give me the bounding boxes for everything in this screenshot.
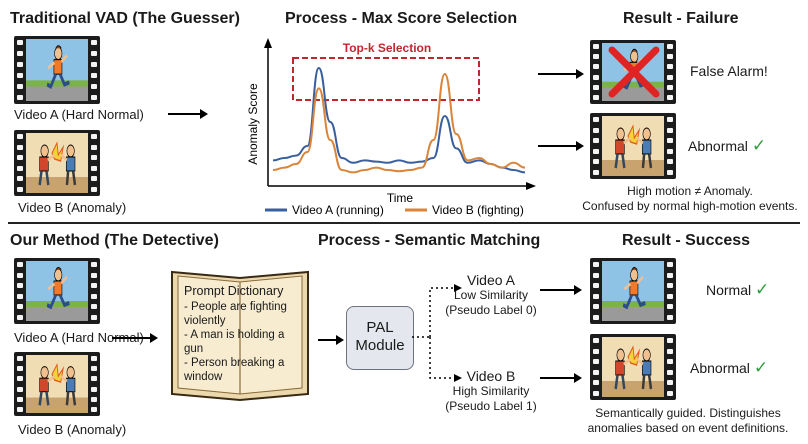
dotted-branch-connector [412,284,462,382]
normal-thumbnail [590,258,676,324]
process-title: Process - Semantic Matching [318,232,541,249]
arrow-right-icon [540,285,582,295]
topk-selection-label: Top-k Selection [343,41,431,55]
output-video-b-title: Video B [466,368,516,384]
video-b-thumbnail [14,352,100,416]
success-caption: Semantically guided. Distinguishes anoma… [572,406,804,436]
video-b-label: Video B (Anomaly) [18,422,127,437]
output-video-a-label: (Pseudo Label 0) [445,303,537,317]
arrow-right-icon [540,373,582,383]
prompt-dictionary-book: Prompt Dictionary - People are fighting … [166,264,314,404]
x-axis-arrow-icon [526,182,536,190]
arrow-right-icon [538,69,584,79]
process-title: Process - Max Score Selection [285,10,518,27]
dictionary-item: - Person breaking a window [184,357,285,383]
topk-selection-box [292,57,480,101]
check-icon: ✓ [755,280,770,299]
result-title: Result - Success [622,232,751,249]
check-icon: ✓ [753,358,769,377]
output-video-b-label: (Pseudo Label 1) [445,399,537,413]
false-alarm-label: False Alarm! [690,63,768,79]
video-a-label: Video A (Hard Normal) [14,330,144,345]
abnormal-text: Abnormal [688,138,748,154]
bottom-section-title: Our Method (The Detective) [10,232,219,249]
failure-caption-line-2: Confused by normal high-motion events. [582,199,798,213]
x-axis-label: Time [387,191,414,205]
output-video-b-similarity: High Similarity [452,384,530,398]
dictionary-title: Prompt Dictionary [184,284,284,298]
module-line-1: PAL [366,319,394,336]
red-x-icon [608,46,660,98]
video-a-thumbnail [14,258,100,324]
top-section-title: Traditional VAD (The Guesser) [10,10,240,27]
dictionary-item: - People are fighting violently [184,301,287,327]
legend-label: Video A (running) [292,203,384,217]
y-axis-arrow-icon [264,38,272,48]
video-a-thumbnail [14,36,100,104]
video-a-label: Video A (Hard Normal) [14,107,144,122]
abnormal-thumbnail [590,113,676,179]
legend-label: Video B (fighting) [432,203,524,217]
arrow-right-icon [112,333,158,343]
series-line [272,72,526,174]
arrow-right-icon [168,109,208,119]
abnormal-label: Abnormal ✓ [690,358,768,378]
abnormal-text: Abnormal [690,360,750,376]
video-b-thumbnail [14,130,100,196]
module-line-2: Module [355,337,405,354]
arrow-right-icon [318,335,344,345]
video-b-label: Video B (Anomaly) [18,200,127,215]
dictionary-text: Prompt Dictionary - People are fighting … [184,284,296,384]
failure-caption-line-1: High motion ≠ Anomaly. [627,184,753,198]
normal-label: Normal ✓ [706,280,769,300]
dictionary-item: - A man is holding a gun [184,329,285,355]
output-video-a-similarity: Low Similarity [453,288,528,302]
false-alarm-thumbnail [590,40,676,104]
anomaly-score-chart: Anomaly Score Time Top-k Selection Video… [246,38,536,217]
success-caption-line-2: anomalies based on event definitions. [587,421,789,435]
open-book-icon [171,270,309,402]
success-caption-line-1: Semantically guided. Distinguishes [595,406,781,420]
abnormal-label: Abnormal ✓ [688,136,766,156]
pal-module-box: PAL Module [346,306,414,370]
result-title: Result - Failure [623,10,739,27]
arrow-right-icon [538,141,584,151]
y-axis-label: Anomaly Score [246,83,260,165]
section-divider [8,222,800,224]
output-video-b: Video B High Similarity (Pseudo Label 1) [436,368,546,414]
normal-text: Normal [706,282,752,298]
output-video-a-title: Video A [466,272,515,288]
failure-caption: High motion ≠ Anomaly. Confused by norma… [580,184,800,214]
check-icon: ✓ [751,136,767,155]
abnormal-thumbnail [590,334,676,400]
output-video-a: Video A Low Similarity (Pseudo Label 0) [436,272,546,318]
series-line [272,66,526,174]
